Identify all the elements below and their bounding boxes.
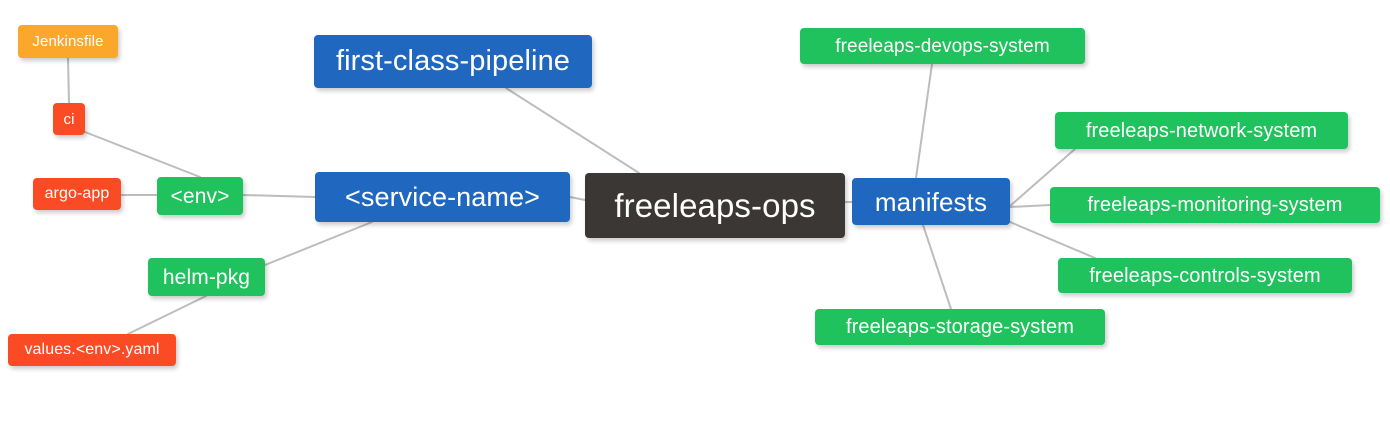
node-helm-pkg[interactable]: helm-pkg bbox=[148, 258, 265, 296]
node-env[interactable]: <env> bbox=[157, 177, 243, 215]
node-values-env-yaml[interactable]: values.<env>.yaml bbox=[8, 334, 176, 366]
node-label-freeleaps-ops: freeleaps-ops bbox=[614, 187, 816, 224]
edge-jenkinsfile-to-ci bbox=[67, 57, 70, 104]
node-label-service-name: <service-name> bbox=[345, 181, 540, 212]
node-freeleaps-monitoring-system[interactable]: freeleaps-monitoring-system bbox=[1050, 187, 1380, 223]
node-service-name[interactable]: <service-name> bbox=[315, 172, 570, 222]
edge-env-to-service-name bbox=[242, 194, 316, 198]
node-label-values-env-yaml: values.<env>.yaml bbox=[24, 341, 160, 358]
node-freeleaps-devops-system[interactable]: freeleaps-devops-system bbox=[800, 28, 1085, 64]
edge-service-name-to-freeleaps-ops bbox=[569, 196, 586, 201]
edge-values-env-yaml-to-helm-pkg bbox=[127, 295, 207, 335]
node-label-freeleaps-controls-system: freeleaps-controls-system bbox=[1089, 264, 1321, 287]
node-label-env: <env> bbox=[170, 184, 230, 208]
node-freeleaps-network-system[interactable]: freeleaps-network-system bbox=[1055, 112, 1348, 149]
node-freeleaps-controls-system[interactable]: freeleaps-controls-system bbox=[1058, 258, 1352, 293]
node-jenkinsfile[interactable]: Jenkinsfile bbox=[18, 25, 118, 58]
node-ci[interactable]: ci bbox=[53, 103, 85, 135]
node-label-argo-app: argo-app bbox=[44, 185, 110, 202]
edge-manifests-to-freeleaps-monitoring-system bbox=[1009, 204, 1051, 208]
node-label-freeleaps-devops-system: freeleaps-devops-system bbox=[835, 35, 1050, 57]
node-label-freeleaps-network-system: freeleaps-network-system bbox=[1085, 119, 1318, 142]
node-freeleaps-ops[interactable]: freeleaps-ops bbox=[585, 173, 845, 238]
node-label-jenkinsfile: Jenkinsfile bbox=[32, 33, 104, 50]
node-label-ci: ci bbox=[63, 110, 75, 128]
node-label-first-class-pipeline: first-class-pipeline bbox=[335, 45, 571, 77]
edge-helm-pkg-to-service-name bbox=[264, 221, 373, 266]
edge-manifests-to-freeleaps-controls-system bbox=[1009, 221, 1096, 259]
node-label-freeleaps-monitoring-system: freeleaps-monitoring-system bbox=[1087, 194, 1343, 216]
node-freeleaps-storage-system[interactable]: freeleaps-storage-system bbox=[815, 309, 1105, 345]
node-label-manifests: manifests bbox=[874, 186, 988, 217]
node-argo-app[interactable]: argo-app bbox=[33, 178, 121, 210]
edge-first-class-pipeline-to-freeleaps-ops bbox=[505, 87, 640, 174]
edge-manifests-to-freeleaps-devops-system bbox=[915, 63, 933, 179]
node-label-freeleaps-storage-system: freeleaps-storage-system bbox=[845, 316, 1075, 338]
node-label-helm-pkg: helm-pkg bbox=[162, 265, 251, 289]
node-manifests[interactable]: manifests bbox=[852, 178, 1010, 225]
edge-manifests-to-freeleaps-storage-system bbox=[922, 224, 952, 310]
node-first-class-pipeline[interactable]: first-class-pipeline bbox=[314, 35, 592, 88]
edge-ci-to-env bbox=[84, 131, 201, 178]
